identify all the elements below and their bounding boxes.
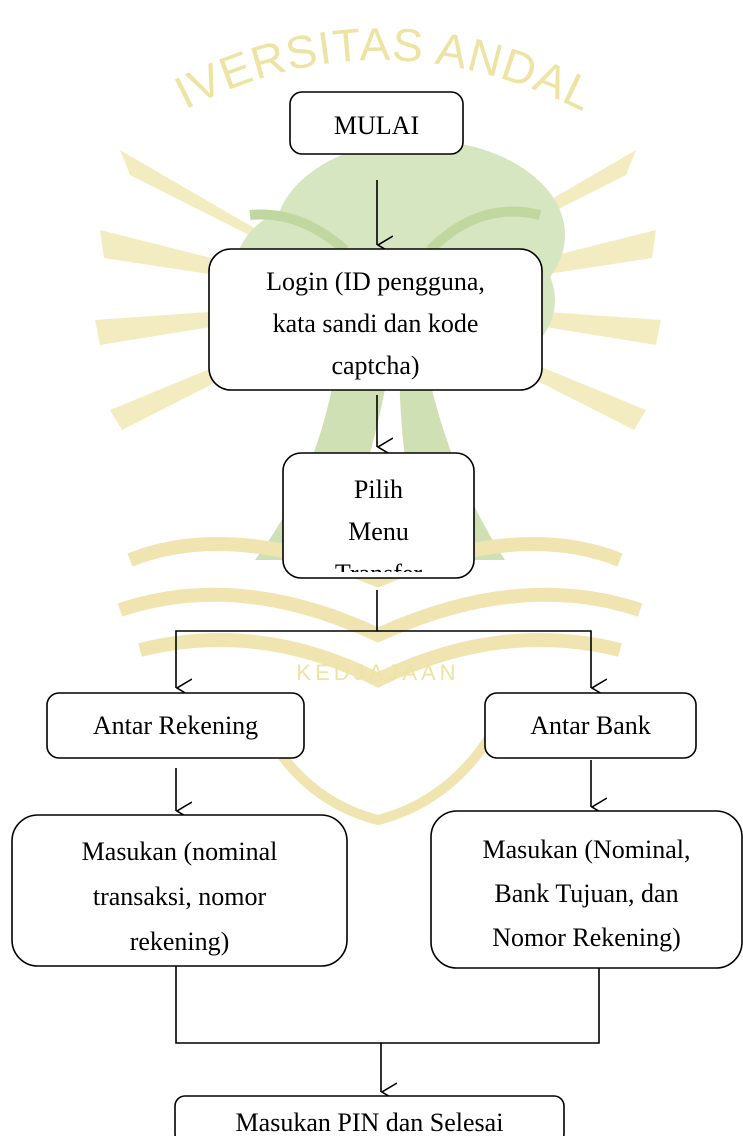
node-label-login-line-1: Login (ID pengguna, (266, 267, 485, 296)
node-label-masukan-bank-line-2: Bank Tujuan, dan (494, 879, 678, 908)
node-box-selesai (174, 1095, 565, 1136)
node-box-antar-rekening (46, 692, 305, 759)
node-box-masukan-bank (430, 810, 743, 969)
node-box-login (208, 248, 543, 391)
node-antar-rekening: Antar Rekening (46, 692, 305, 759)
node-label-masukan-bank-line-1: Masukan (Nominal, (483, 835, 691, 864)
node-label-pilih-menu-line-2: Menu (348, 517, 409, 546)
node-label-login-line-2: kata sandi dan kode (273, 309, 479, 338)
node-box-antar-bank (484, 692, 697, 759)
node-selesai: Masukan PIN dan Selesai (174, 1095, 565, 1136)
flowchart-nodes: MULAI Login (ID pengguna, kata sandi dan k… (11, 91, 743, 1136)
node-login: Login (ID pengguna, kata sandi dan kode ca… (208, 248, 543, 391)
watermark-ribbon (117, 537, 643, 688)
node-label-masukan-rekening-line-2: transaksi, nomor (93, 882, 267, 911)
flowchart-edges (175, 180, 600, 1092)
node-mulai: MULAI (289, 91, 464, 155)
node-label-pilih-menu-line-1: Pilih (354, 475, 403, 504)
watermark-motto-text: KEDJAJAAN (296, 660, 459, 685)
node-box-mulai (289, 91, 464, 155)
edge-masukan-rekening-to-selesai (175, 966, 381, 1092)
watermark-lower-ornament (255, 717, 505, 826)
node-antar-bank: Antar Bank (484, 692, 697, 759)
node-label-mulai-line-1: MULAI (334, 111, 419, 140)
node-label-login-line-3: captcha) (331, 351, 419, 380)
node-label-masukan-rekening-line-3: rekening) (130, 927, 230, 956)
node-box-pilih-menu (282, 452, 475, 579)
node-label-antar-bank-line-1: Antar Bank (530, 711, 651, 740)
node-label-masukan-bank-line-3: Nomor Rekening) (492, 923, 680, 952)
node-label-pilih-menu-line-3: Transfer (335, 559, 422, 588)
node-pilih-menu: PilihMenuTransfer (282, 452, 475, 588)
edge-pilih-menu-to-antar-bank (377, 630, 591, 688)
edge-masukan-bank-to-selesai (381, 966, 600, 1044)
edge-pilih-menu-to-antar-rekening (175, 590, 378, 688)
node-label-antar-rekening-line-1: Antar Rekening (93, 711, 258, 740)
node-label-masukan-rekening-line-1: Masukan (nominal (82, 837, 278, 866)
node-masukan-rekening: Masukan (nominal transaksi, nomor rekening… (11, 814, 348, 967)
node-box-masukan-rekening (11, 814, 348, 967)
node-label-selesai-line-1: Masukan PIN dan Selesai (236, 1108, 504, 1136)
